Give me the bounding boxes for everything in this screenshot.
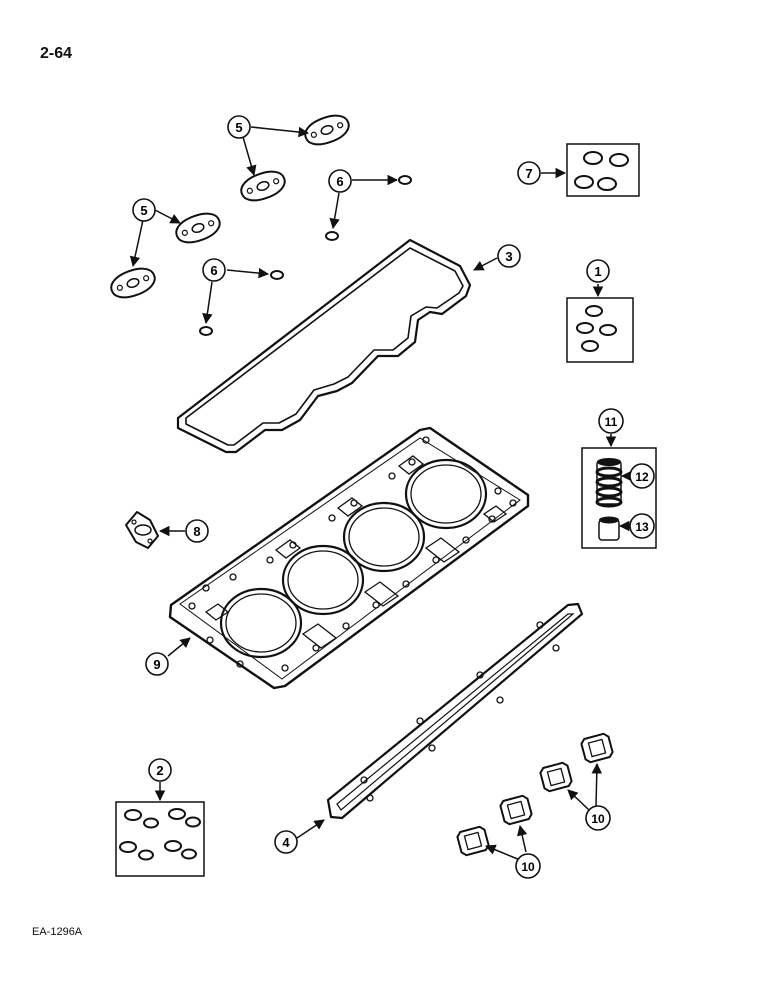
callout-4: 4 <box>274 830 298 854</box>
leader-arrows <box>129 126 632 861</box>
callout-8: 8 <box>185 519 209 543</box>
callout-6: 6 <box>328 169 352 193</box>
flange-gasket <box>175 212 221 244</box>
callout-12: 12 <box>629 463 655 489</box>
svg-text:3: 3 <box>505 249 512 264</box>
callout-2: 2 <box>148 758 172 782</box>
svg-text:1: 1 <box>594 264 601 279</box>
valve-stem-seal-stack <box>595 458 623 508</box>
callout-6: 6 <box>202 258 226 282</box>
seal-cap <box>598 516 620 541</box>
callout-11: 11 <box>598 408 624 434</box>
svg-text:12: 12 <box>635 470 649 484</box>
seal-kit-box-11 <box>581 447 657 549</box>
rocker-cover-gasket <box>176 238 472 454</box>
callout-10: 10 <box>515 853 541 879</box>
svg-text:10: 10 <box>521 860 535 874</box>
svg-text:5: 5 <box>140 203 147 218</box>
flange-gasket <box>304 114 350 146</box>
sealing-washer <box>199 326 213 336</box>
seal-kit-box-7 <box>566 143 640 197</box>
flange-gasket <box>240 170 286 202</box>
sealing-washer <box>270 270 284 280</box>
callout-9: 9 <box>145 652 169 676</box>
callout-13: 13 <box>629 513 655 539</box>
cover-gasket <box>580 732 614 764</box>
callout-3: 3 <box>497 244 521 268</box>
cover-gasket <box>539 761 573 793</box>
svg-text:7: 7 <box>525 166 532 181</box>
manifold-gasket <box>326 602 584 820</box>
callout-10: 10 <box>585 805 611 831</box>
sealing-washer <box>325 231 339 241</box>
figure-reference-code: EA-1296A <box>32 926 83 938</box>
o-ring-kit-box-1 <box>566 297 634 363</box>
flange-gasket-8 <box>125 511 159 549</box>
svg-text:6: 6 <box>336 174 343 189</box>
sealing-washer <box>398 175 412 185</box>
svg-text:5: 5 <box>235 120 242 135</box>
svg-text:11: 11 <box>605 415 618 429</box>
callout-1: 1 <box>586 259 610 283</box>
page-number: 2-64 <box>40 45 73 62</box>
callout-7: 7 <box>517 161 541 185</box>
svg-text:4: 4 <box>282 835 290 850</box>
svg-text:9: 9 <box>153 657 160 672</box>
svg-text:10: 10 <box>591 812 605 826</box>
svg-text:2: 2 <box>156 763 163 778</box>
seal-kit-box-2 <box>115 801 205 877</box>
flange-gasket <box>110 267 156 299</box>
cover-gasket <box>499 794 533 826</box>
callout-5: 5 <box>132 198 156 222</box>
cylinder-head-gasket <box>168 426 530 690</box>
cover-gasket <box>456 825 490 857</box>
svg-text:8: 8 <box>193 524 200 539</box>
svg-text:13: 13 <box>635 520 649 534</box>
svg-text:6: 6 <box>210 263 217 278</box>
callout-5: 5 <box>227 115 251 139</box>
